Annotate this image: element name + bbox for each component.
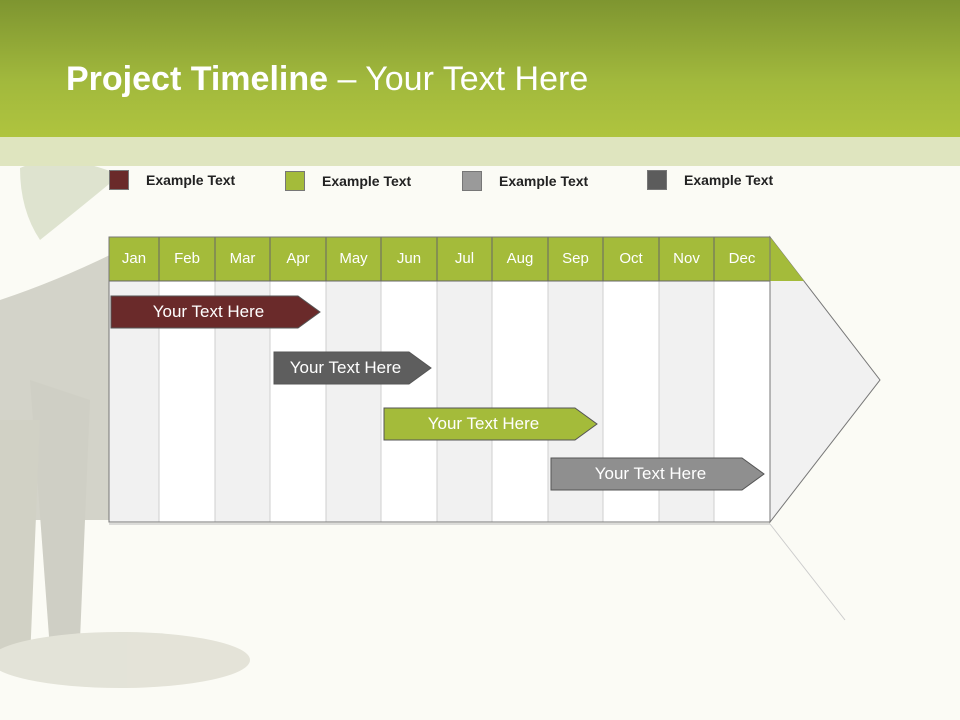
month-label: Oct bbox=[619, 250, 643, 267]
legend-label: Example Text bbox=[684, 172, 774, 188]
legend-item: Example Text bbox=[109, 169, 235, 191]
task-bar-label: Your Text Here bbox=[152, 302, 265, 321]
header-banner bbox=[0, 0, 960, 137]
task-bar bbox=[273, 351, 432, 385]
legend-label: Example Text bbox=[499, 173, 589, 189]
task-bar-label: Your Text Here bbox=[289, 358, 402, 377]
legend-item: Example Text bbox=[647, 169, 773, 191]
month-column bbox=[325, 280, 382, 523]
month-header-cell bbox=[214, 236, 271, 282]
background-figure-illustration bbox=[0, 166, 250, 688]
month-label: Apr bbox=[286, 250, 310, 267]
month-label: Jan bbox=[121, 250, 147, 267]
legend-swatch bbox=[109, 170, 129, 190]
month-label: Feb bbox=[174, 250, 200, 267]
legend-label: Example Text bbox=[322, 173, 412, 189]
task-bar bbox=[110, 295, 321, 329]
month-label: Jun bbox=[396, 250, 422, 267]
month-label: Nov bbox=[673, 250, 700, 267]
month-label: Mar bbox=[229, 250, 256, 267]
task-bar-label: Your Text Here bbox=[427, 414, 540, 433]
header-band bbox=[0, 137, 960, 166]
month-header-cell bbox=[547, 236, 604, 282]
month-label: May bbox=[339, 250, 368, 267]
legend-item: Example Text bbox=[462, 170, 588, 192]
task-bar bbox=[550, 457, 765, 491]
legend-label: Example Text bbox=[146, 172, 236, 188]
timeline-frame bbox=[108, 236, 771, 523]
legend-swatch bbox=[462, 171, 482, 191]
task-bar-label: Your Text Here bbox=[594, 464, 707, 483]
month-header-cell bbox=[269, 236, 327, 282]
month-header-cell bbox=[713, 236, 771, 282]
month-column bbox=[436, 280, 493, 523]
month-column bbox=[491, 280, 549, 523]
page-title: Project Timeline – Your Text Here bbox=[66, 60, 589, 98]
month-column bbox=[380, 280, 438, 523]
month-label: Aug bbox=[506, 250, 534, 267]
month-header-cell bbox=[602, 236, 660, 282]
month-label: Jul bbox=[454, 250, 475, 267]
legend-swatch bbox=[647, 170, 667, 190]
month-label: Dec bbox=[728, 250, 756, 267]
legend-swatch bbox=[285, 171, 305, 191]
month-header-cell bbox=[491, 236, 549, 282]
timeline-reflection-line bbox=[769, 523, 846, 621]
legend-item: Example Text bbox=[285, 170, 411, 192]
month-label: Sep bbox=[562, 250, 589, 267]
timeline-arrow-header-tip bbox=[770, 237, 804, 281]
task-bar bbox=[383, 407, 598, 441]
month-header-cell bbox=[325, 236, 382, 282]
